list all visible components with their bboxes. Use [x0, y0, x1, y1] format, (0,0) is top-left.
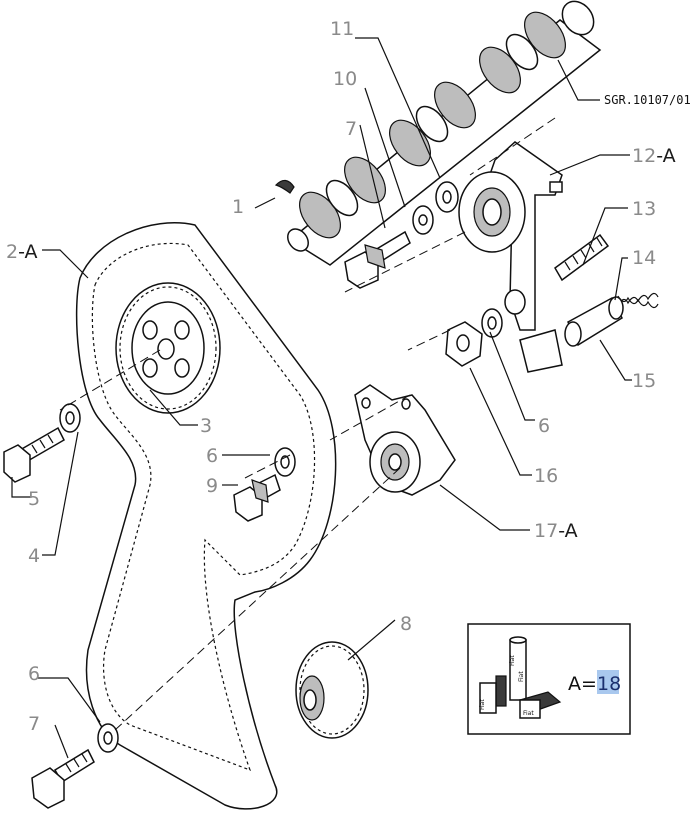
callout-8: 8 — [400, 613, 412, 635]
stud-13 — [554, 233, 610, 282]
callout-9: 9 — [206, 475, 218, 497]
callout-16: 16 — [534, 465, 558, 487]
callout-11: 11 — [330, 18, 354, 40]
callout-1: 1 — [232, 196, 244, 218]
pin-15 — [564, 296, 624, 347]
idler-17 — [354, 384, 456, 496]
kit-number[interactable]: 18 — [597, 673, 621, 695]
camshaft — [287, 0, 602, 266]
svg-text:Fiat: Fiat — [518, 671, 525, 682]
callout-6-middle: 6 — [206, 445, 218, 467]
bolt-5 — [3, 426, 65, 483]
callout-10: 10 — [333, 68, 357, 90]
callout-17-A: 17-A — [534, 520, 578, 542]
callout-6-lower: 6 — [28, 663, 40, 685]
bolt-9 — [233, 473, 281, 522]
svg-text:Fiat: Fiat — [523, 710, 534, 717]
callout-6-tensioner: 6 — [538, 415, 550, 437]
callout-2-A: 2-A — [6, 241, 38, 263]
bolt-7-upper — [344, 230, 411, 289]
callout-15: 15 — [632, 370, 656, 392]
crankshaft-gear — [295, 641, 369, 739]
svg-text:Fiat: Fiat — [479, 699, 486, 710]
kit-label-prefix: A= — [568, 673, 597, 695]
callout-3: 3 — [200, 415, 212, 437]
camshaft-sprocket — [115, 282, 221, 414]
callout-13: 13 — [632, 198, 656, 220]
bolt-7-lower — [31, 748, 95, 809]
kit-box: Fiat Fiat Fiat Fiat A= 18 — [467, 623, 631, 735]
tensioner-12 — [458, 141, 563, 373]
callout-4: 4 — [28, 545, 40, 567]
spring-14 — [617, 292, 659, 309]
callout-7-upper: 7 — [345, 118, 357, 140]
drawing-reference: SGR.10107/01 — [604, 93, 691, 107]
svg-text:Fiat: Fiat — [509, 655, 516, 666]
leader-lines — [11, 37, 632, 759]
woodruff-key — [274, 179, 295, 194]
kit-parts-icon: Fiat Fiat Fiat Fiat — [479, 636, 562, 719]
callout-14: 14 — [632, 247, 656, 269]
callout-7-lower: 7 — [28, 713, 40, 735]
callout-12-A: 12-A — [632, 145, 676, 167]
callout-5: 5 — [28, 488, 40, 510]
